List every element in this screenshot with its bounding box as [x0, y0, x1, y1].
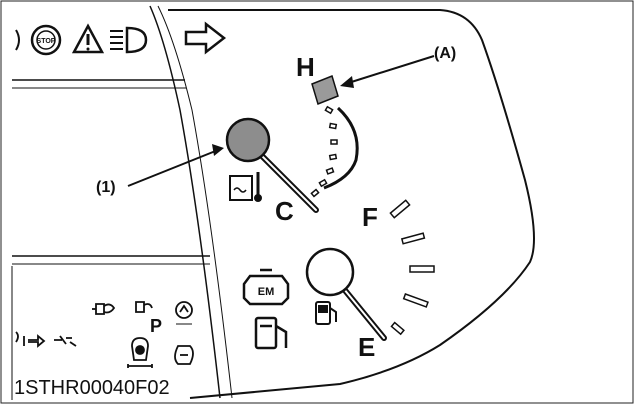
coolant-temp-icon [229, 172, 262, 202]
panel-outline [11, 5, 535, 400]
stop-lamp-label: STOP [37, 38, 56, 45]
top-icon-row: STOP [15, 21, 227, 56]
callout-a-label: (A) [434, 45, 456, 62]
figure-code: 1STHR00040F02 [14, 377, 170, 399]
stop-icon: STOP [30, 24, 62, 56]
callouts [127, 55, 435, 187]
parking-brake-icon: P [135, 301, 162, 336]
callout-a-line [344, 55, 435, 85]
shuttle-indicator-icon [15, 331, 77, 348]
fuel-empty-label: E [358, 332, 375, 362]
lower-indicator-icons: P [15, 301, 194, 368]
glow-plug-icon [92, 303, 116, 315]
callout-1-line [127, 149, 219, 187]
temp-ticks [310, 105, 338, 198]
headlight-icon [110, 26, 148, 54]
warning-triangle-icon [71, 23, 105, 54]
engine-module-label: EM [258, 286, 275, 298]
temp-cold-label: C [275, 196, 294, 226]
temperature-gauge: H C [225, 52, 359, 226]
check-engine-icon: EM [242, 268, 290, 306]
temp-needle-hub [225, 117, 271, 163]
fuel-ticks [389, 199, 435, 336]
parking-label: P [150, 316, 162, 336]
turn-arrow-icon [184, 21, 227, 55]
temp-high-label: H [296, 52, 315, 82]
water-separator-icon [127, 337, 153, 368]
oil-pressure-icon [175, 301, 193, 325]
fuel-pump-small-icon [315, 301, 337, 325]
callout-1-label: (1) [96, 179, 116, 196]
callout-1-arrowhead [212, 144, 224, 156]
fuel-pump-icon [254, 316, 288, 350]
partial-lamp-icon [15, 29, 20, 51]
fuel-gauge: F E [305, 199, 435, 362]
fuel-full-label: F [362, 202, 378, 232]
callout-a-arrowhead [340, 76, 354, 88]
temp-scale-arc [323, 106, 359, 190]
fuel-needle-hub [305, 247, 355, 297]
high-temp-warning-lamp [311, 74, 339, 106]
battery-charge-icon [174, 345, 194, 365]
